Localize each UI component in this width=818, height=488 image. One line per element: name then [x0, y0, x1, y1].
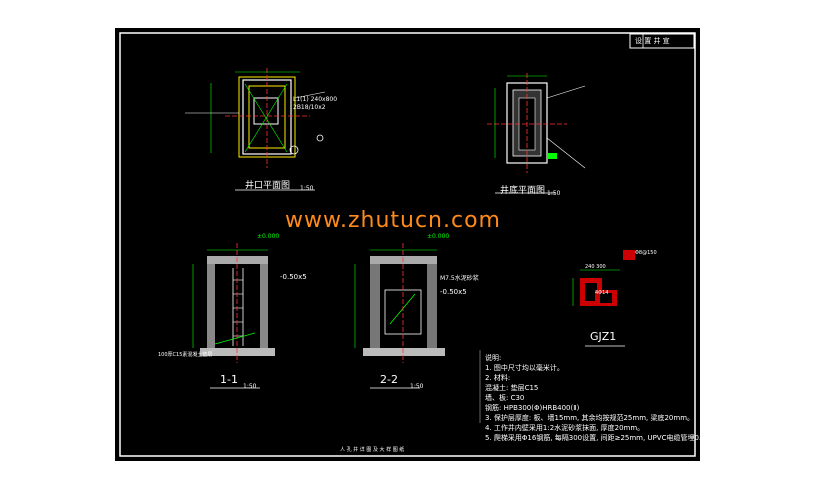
column-detail-gjz1	[572, 250, 635, 347]
section-2-2	[354, 243, 445, 389]
ladder-elevation-2: -0.50x5	[440, 288, 467, 296]
note-item: 5. 爬梯采用Φ16钢筋, 每隔300设置, 间距≥25mm, UPVC电缆管埋…	[485, 434, 720, 442]
well-cover-plan-scale: 1:50	[300, 185, 314, 192]
column-size-label: 240 300	[585, 264, 606, 270]
elevation-label: ±0.000	[257, 233, 280, 240]
elevation-label-2: ±0.000	[427, 233, 450, 240]
section-2-title: 2-2	[380, 373, 398, 386]
note-item: 钢筋: HPB300(Φ)HRB400(Ⅱ)	[485, 404, 580, 412]
note-item: 3. 保护层厚度: 板、墙15mm, 其余均按规范25mm, 梁底20mm。	[485, 414, 695, 422]
drawing-sheet: 设 置 井 宣 井口平面图 1:50 井底平面图 1:50 1-1 1:50 2…	[115, 28, 719, 461]
note-item: 1. 图中尺寸均以毫米计。	[485, 364, 564, 372]
section-2-scale: 1:50	[410, 383, 424, 390]
well-cover-plan-title: 井口平面图	[245, 181, 291, 191]
note-item: 4. 工作井内壁采用1:2水泥砂浆抹面, 厚度20mm。	[485, 424, 645, 432]
note-item: 2. 材料:	[485, 374, 511, 382]
column-rebar-label: 4Φ14	[595, 290, 609, 296]
slab-rebar-label: 2B18/10x2	[293, 104, 326, 111]
title-block	[629, 33, 695, 49]
watermark: www.zhutucn.com	[285, 208, 501, 233]
note-item: 墙、板: C30	[485, 394, 525, 402]
section-1-title: 1-1	[220, 373, 238, 386]
note-item: 混凝土: 垫层C15	[485, 384, 539, 392]
sheet-border	[119, 32, 696, 457]
ladder-elevation: -0.50x5	[280, 273, 307, 281]
bottom-caption: 人 孔 井 详 图 及 大 样 图 纸	[340, 447, 405, 453]
notes-heading: 说明:	[485, 354, 502, 362]
well-bottom-plan-scale: 1:50	[547, 190, 561, 197]
well-bottom-plan-title: 井底平面图	[500, 186, 546, 196]
section-1-1	[192, 243, 275, 389]
cad-drawing	[119, 32, 696, 457]
column-stirrup-label: Φ8@150	[635, 250, 657, 256]
cushion-label: 100厚C15素混凝土垫层	[158, 352, 213, 358]
well-bottom-plan	[487, 73, 586, 194]
column-title: GJZ1	[590, 330, 617, 343]
material-label: M7.5水泥砂浆	[440, 275, 479, 282]
title-block-label: 设 置 井 宣	[635, 37, 670, 45]
slab-label: L1(1) 240x800	[293, 96, 338, 103]
section-1-scale: 1:50	[243, 383, 257, 390]
well-cover-plan	[185, 68, 326, 191]
notes-block: 说明: 1. 图中尺寸均以毫米计。 2. 材料: 混凝土: 垫层C15 墙、板:…	[485, 353, 719, 443]
